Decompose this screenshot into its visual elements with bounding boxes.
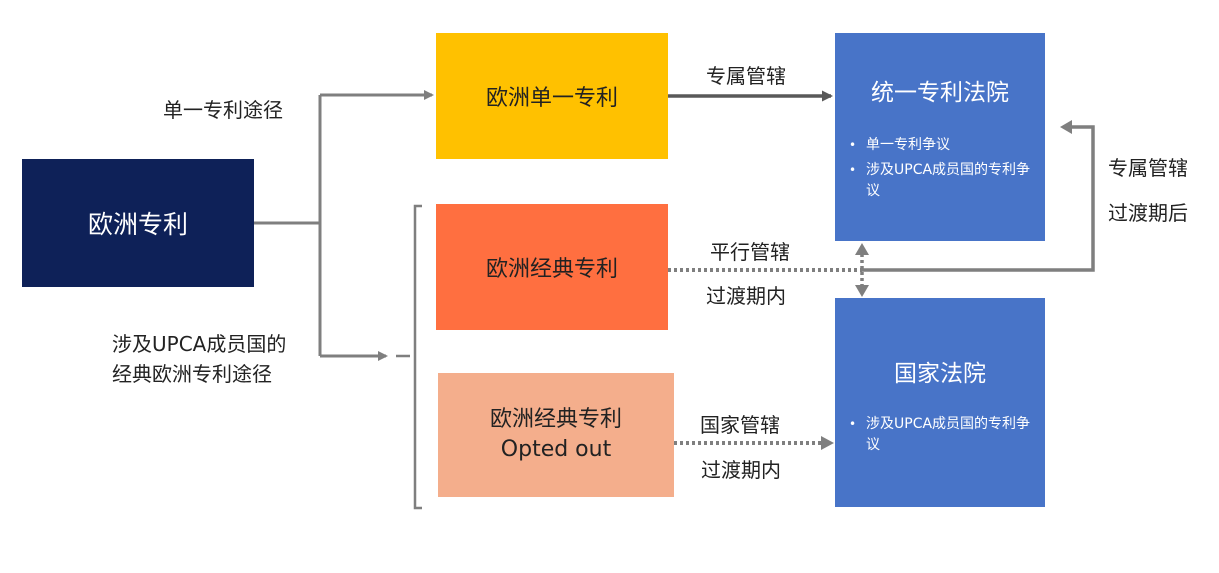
national-court-list: 涉及UPCA成员国的专利争议 <box>847 414 1037 460</box>
upc-court-item: 单一专利争议 <box>847 135 1037 156</box>
unitary-patent-box: 欧洲单一专利 <box>436 33 668 159</box>
after-transition-line <box>862 125 1095 272</box>
upc-court-list: 单一专利争议 涉及UPCA成员国的专利争议 <box>847 135 1037 206</box>
parallel-arrowhead-up <box>855 243 869 255</box>
branch-connector <box>254 95 322 356</box>
after-transition-arrowhead <box>1060 120 1072 134</box>
during-transition-label: 过渡期内 <box>706 284 786 308</box>
parallel-jurisdiction-label: 平行管辖 <box>710 240 790 264</box>
upc-court-box: 统一专利法院 单一专利争议 涉及UPCA成员国的专利争议 <box>835 33 1045 241</box>
european-patent-box: 欧洲专利 <box>22 159 254 287</box>
european-patent-label: 欧洲专利 <box>87 210 188 239</box>
classic-patent-label: 欧洲经典专利 <box>485 257 618 282</box>
classic-group-bracket <box>396 204 422 510</box>
exclusive-jurisdiction-label: 专属管辖 <box>706 64 786 88</box>
exclusive-jurisdiction-after-label: 专属管辖 <box>1108 156 1188 180</box>
opted-out-patent-box: 欧洲经典专利 Opted out <box>438 373 674 497</box>
unitary-route-label: 单一专利途径 <box>163 98 283 122</box>
unitary-patent-label: 欧洲单一专利 <box>485 86 618 111</box>
national-court-item: 涉及UPCA成员国的专利争议 <box>847 414 1037 456</box>
parallel-arrowhead-down <box>855 285 869 297</box>
after-transition-label: 过渡期后 <box>1108 201 1188 225</box>
classic-patent-box: 欧洲经典专利 <box>436 204 668 330</box>
opted-out-patent-label: 欧洲经典专利 <box>489 407 622 432</box>
national-court-box: 国家法院 涉及UPCA成员国的专利争议 <box>835 298 1045 507</box>
upc-court-item: 涉及UPCA成员国的专利争议 <box>847 160 1037 202</box>
opted-out-sublabel: Opted out <box>500 437 612 462</box>
national-jurisdiction-label: 国家管辖 <box>700 413 780 437</box>
national-court-title: 国家法院 <box>894 361 986 387</box>
opted-out-arrowhead <box>821 436 834 450</box>
classic-route-label-line1: 涉及UPCA成员国的 <box>112 332 287 356</box>
upc-court-title: 统一专利法院 <box>871 80 1009 106</box>
during-transition-label-2: 过渡期内 <box>701 458 781 482</box>
classic-route-label: 涉及UPCA成员国的 经典欧洲专利途径 <box>112 329 286 389</box>
classic-route-label-line2: 经典欧洲专利途径 <box>112 362 272 386</box>
